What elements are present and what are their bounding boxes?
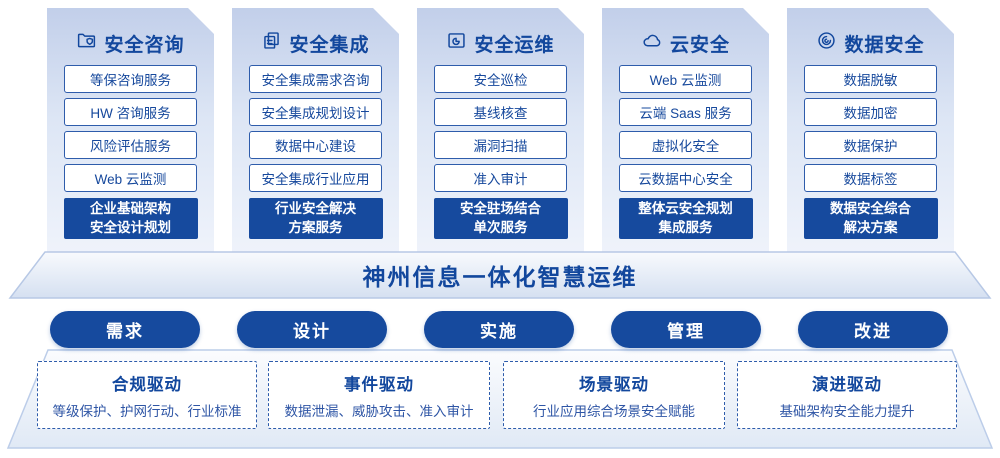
driver-evolution: 演进驱动 基础架构安全能力提升 bbox=[737, 361, 957, 429]
driver-title: 演进驱动 bbox=[812, 375, 882, 394]
service-item: 数据中心建设 bbox=[249, 131, 382, 159]
service-item: 数据标签 bbox=[804, 164, 937, 192]
card-security-integration: 安全集成 安全集成需求咨询 安全集成规划设计 数据中心建设 安全集成行业应用 行… bbox=[232, 8, 399, 255]
card-security-operations: 安全运维 安全巡检 基线核查 漏洞扫描 准入审计 安全驻场结合 单次服务 bbox=[417, 8, 584, 255]
banner-trapezoid bbox=[8, 251, 992, 299]
cloud-icon bbox=[641, 30, 663, 57]
service-item: 风险评估服务 bbox=[64, 131, 197, 159]
service-item: 安全集成需求咨询 bbox=[249, 65, 382, 93]
driver-scenario: 场景驱动 行业应用综合场景安全赋能 bbox=[503, 361, 725, 429]
service-item: 数据脱敏 bbox=[804, 65, 937, 93]
card-title-data-security: 数据安全 bbox=[787, 8, 954, 56]
service-item: 漏洞扫描 bbox=[434, 131, 567, 159]
service-list: 数据脱敏 数据加密 数据保护 数据标签 bbox=[787, 65, 954, 192]
card-footer-solution: 企业基础架构 安全设计规划 bbox=[64, 198, 198, 239]
service-list: 安全巡检 基线核查 漏洞扫描 准入审计 bbox=[417, 65, 584, 192]
process-step-design: 设计 bbox=[237, 311, 387, 348]
driver-compliance: 合规驱动 等级保护、护网行动、行业标准 bbox=[37, 361, 257, 429]
driver-title: 场景驱动 bbox=[579, 375, 649, 394]
service-item: 安全集成行业应用 bbox=[249, 164, 382, 192]
driver-title: 事件驱动 bbox=[344, 375, 414, 394]
driver-desc: 数据泄漏、威胁攻击、准入审计 bbox=[284, 403, 474, 419]
service-item: 准入审计 bbox=[434, 164, 567, 192]
card-title-security-operations: 安全运维 bbox=[417, 8, 584, 56]
card-footer-solution: 整体云安全规划 集成服务 bbox=[619, 198, 753, 239]
driver-title: 合规驱动 bbox=[112, 375, 182, 394]
card-data-security: 数据安全 数据脱敏 数据加密 数据保护 数据标签 数据安全综合 解决方案 bbox=[787, 8, 954, 255]
driver-incident: 事件驱动 数据泄漏、威胁攻击、准入审计 bbox=[268, 361, 490, 429]
card-footer-solution: 安全驻场结合 单次服务 bbox=[434, 198, 568, 239]
card-footer-solution: 行业安全解决 方案服务 bbox=[249, 198, 383, 239]
service-item: 安全集成规划设计 bbox=[249, 98, 382, 126]
service-list: 等保咨询服务 HW 咨询服务 风险评估服务 Web 云监测 bbox=[47, 65, 214, 192]
service-list: Web 云监测 云端 Saas 服务 虚拟化安全 云数据中心安全 bbox=[602, 65, 769, 192]
service-list: 安全集成需求咨询 安全集成规划设计 数据中心建设 安全集成行业应用 bbox=[232, 65, 399, 192]
service-item: 数据加密 bbox=[804, 98, 937, 126]
service-item: Web 云监测 bbox=[619, 65, 752, 93]
service-item: 数据保护 bbox=[804, 131, 937, 159]
service-item: 虚拟化安全 bbox=[619, 131, 752, 159]
driver-desc: 基础架构安全能力提升 bbox=[779, 403, 915, 419]
process-step-improvement: 改进 bbox=[798, 311, 948, 348]
driver-desc: 等级保护、护网行动、行业标准 bbox=[52, 403, 242, 419]
card-footer-solution: 数据安全综合 解决方案 bbox=[804, 198, 938, 239]
card-title-security-consulting: 安全咨询 bbox=[47, 8, 214, 56]
process-step-requirement: 需求 bbox=[50, 311, 200, 348]
process-step-management: 管理 bbox=[611, 311, 761, 348]
card-title-security-integration: 安全集成 bbox=[232, 8, 399, 56]
service-item: 安全巡检 bbox=[434, 65, 567, 93]
service-item: 云数据中心安全 bbox=[619, 164, 752, 192]
banner-title: 神州信息一体化智慧运维 bbox=[362, 264, 638, 290]
service-item: 基线核查 bbox=[434, 98, 567, 126]
service-item: 等保咨询服务 bbox=[64, 65, 197, 93]
service-item: Web 云监测 bbox=[64, 164, 197, 192]
fingerprint-icon bbox=[816, 30, 837, 57]
card-cloud-security: 云安全 Web 云监测 云端 Saas 服务 虚拟化安全 云数据中心安全 整体云… bbox=[602, 8, 769, 255]
folder-chart-icon bbox=[446, 30, 467, 57]
card-title-cloud-security: 云安全 bbox=[602, 8, 769, 56]
service-item: HW 咨询服务 bbox=[64, 98, 197, 126]
documents-icon bbox=[261, 30, 282, 57]
service-item: 云端 Saas 服务 bbox=[619, 98, 752, 126]
driver-desc: 行业应用综合场景安全赋能 bbox=[533, 403, 695, 419]
process-step-implementation: 实施 bbox=[424, 311, 574, 348]
folder-shield-icon bbox=[76, 30, 97, 57]
card-security-consulting: 安全咨询 等保咨询服务 HW 咨询服务 风险评估服务 Web 云监测 企业基础架… bbox=[47, 8, 214, 255]
